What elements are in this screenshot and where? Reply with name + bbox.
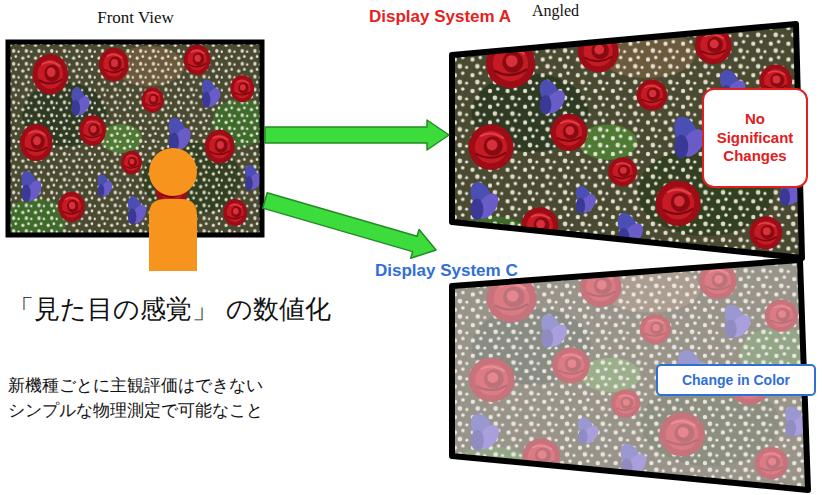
callout-text: Change in Color	[682, 372, 790, 389]
viewer-figure	[149, 148, 197, 271]
callout-text: No Significant Changes	[710, 110, 800, 166]
callout-box: No Significant Changes	[702, 88, 808, 188]
screen-title: Display System A	[369, 7, 511, 27]
flower-photo	[8, 42, 262, 235]
flower-photo	[447, 260, 819, 495]
block-arrow	[263, 193, 436, 259]
callout-box: Change in Color	[656, 364, 816, 396]
angled-screen	[452, 24, 802, 258]
heading-text: 「見た目の感覚」 の数値化	[8, 292, 331, 327]
view-label: Angled	[532, 2, 579, 20]
front-screen	[8, 42, 262, 235]
block-arrow	[265, 120, 449, 150]
angled-screen	[452, 260, 808, 490]
flower-photo	[447, 24, 813, 265]
screen-title: Display System C	[375, 261, 518, 281]
screen-title: Front View	[6, 8, 265, 28]
screen-panel: Front View	[6, 40, 265, 238]
note-text: 新機種ごとに主観評価はできない	[8, 374, 263, 397]
note-text: シンプルな物理測定で可能なこと	[8, 399, 263, 422]
